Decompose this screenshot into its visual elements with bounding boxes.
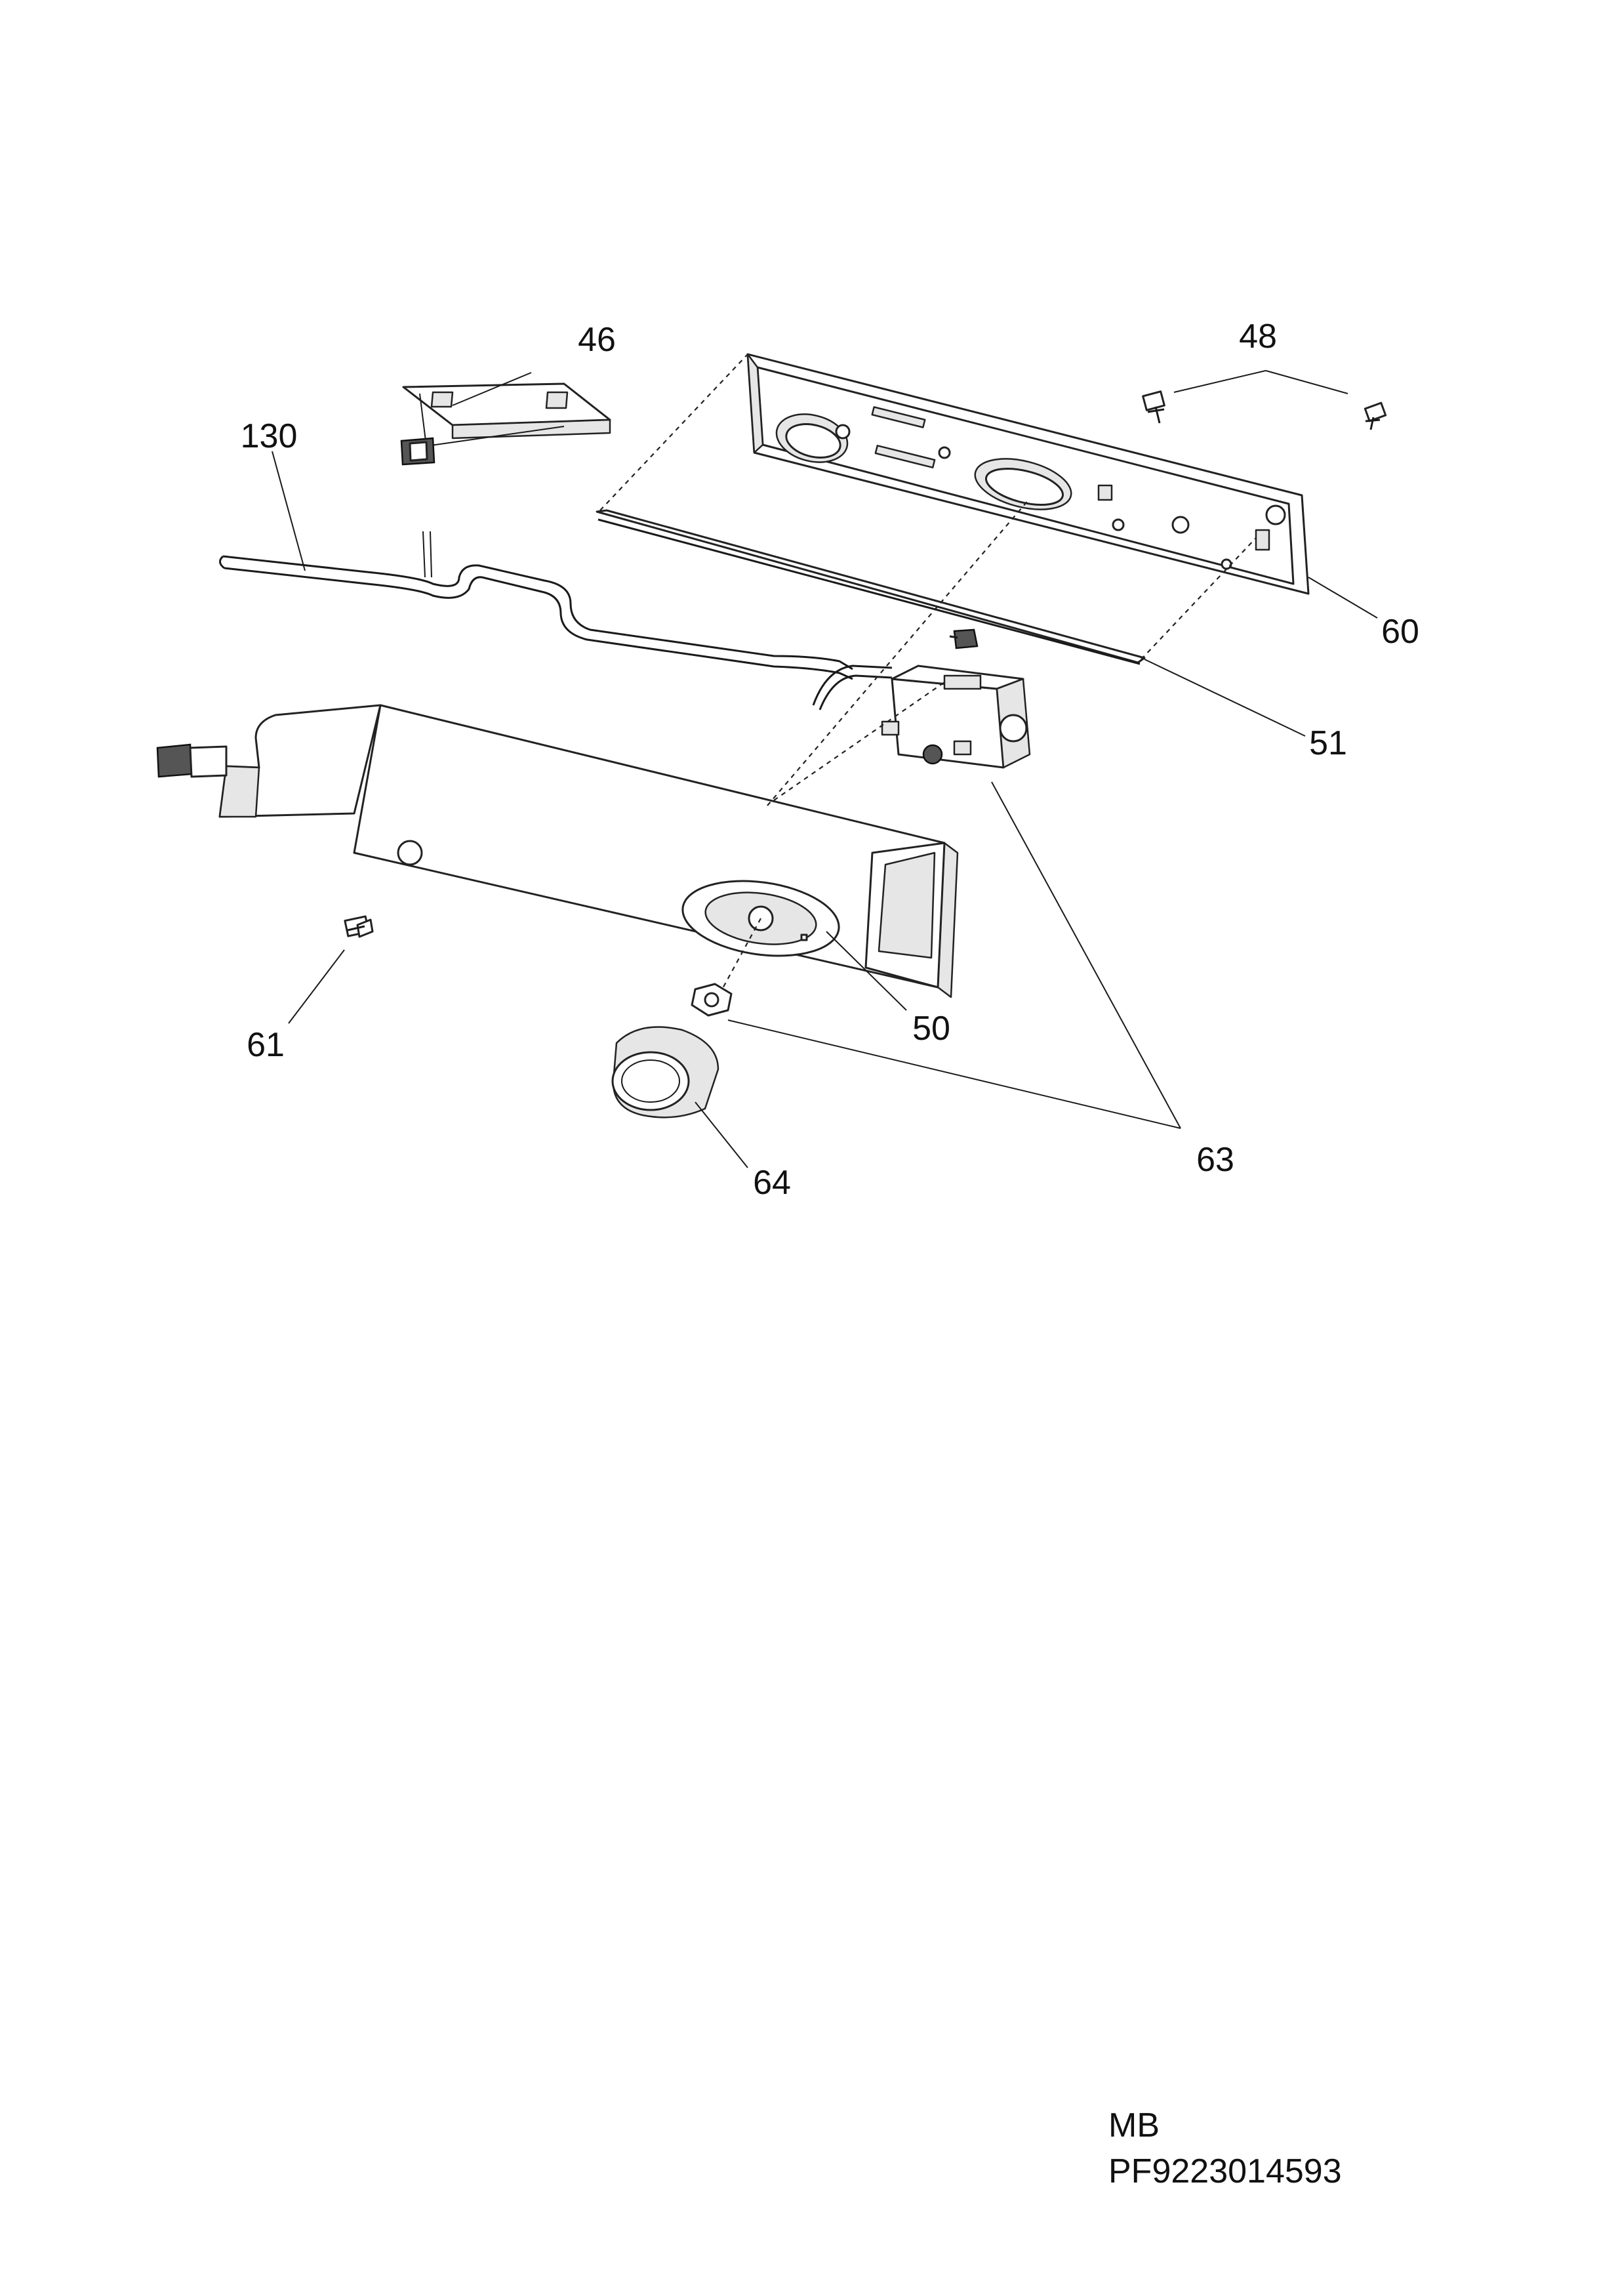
part-63-thermostat: [812, 628, 1031, 769]
part-46-bracket: [400, 382, 611, 466]
part-64-knob: [611, 983, 733, 1118]
callout-50: 50: [912, 1010, 950, 1048]
callout-48: 48: [1239, 318, 1277, 356]
callout-labels: 46 48 130 60 51 61 50 63 64: [241, 318, 1419, 1202]
part-50-housing: [156, 704, 959, 998]
callout-130: 130: [241, 417, 298, 455]
callout-61: 61: [247, 1026, 285, 1064]
part-130-capillary-tube: [219, 531, 853, 680]
part-60-rear-panel: [746, 353, 1310, 595]
callout-63: 63: [1196, 1141, 1234, 1179]
callout-64: 64: [753, 1164, 791, 1202]
part-48-screws: [1142, 370, 1387, 430]
leader-lines: [272, 372, 1378, 1168]
projection-lines: [599, 354, 1257, 991]
footer-part-number: PF9223014593: [1108, 2152, 1342, 2190]
screw-icon: [1364, 401, 1387, 430]
part-51-rail: [596, 509, 1146, 665]
screw-icon: [1142, 390, 1165, 424]
callout-51: 51: [1309, 724, 1347, 762]
footer-model-code: MB: [1108, 2106, 1160, 2144]
callout-46: 46: [578, 321, 616, 359]
part-61-screw: [344, 915, 374, 938]
callout-60: 60: [1381, 613, 1419, 651]
